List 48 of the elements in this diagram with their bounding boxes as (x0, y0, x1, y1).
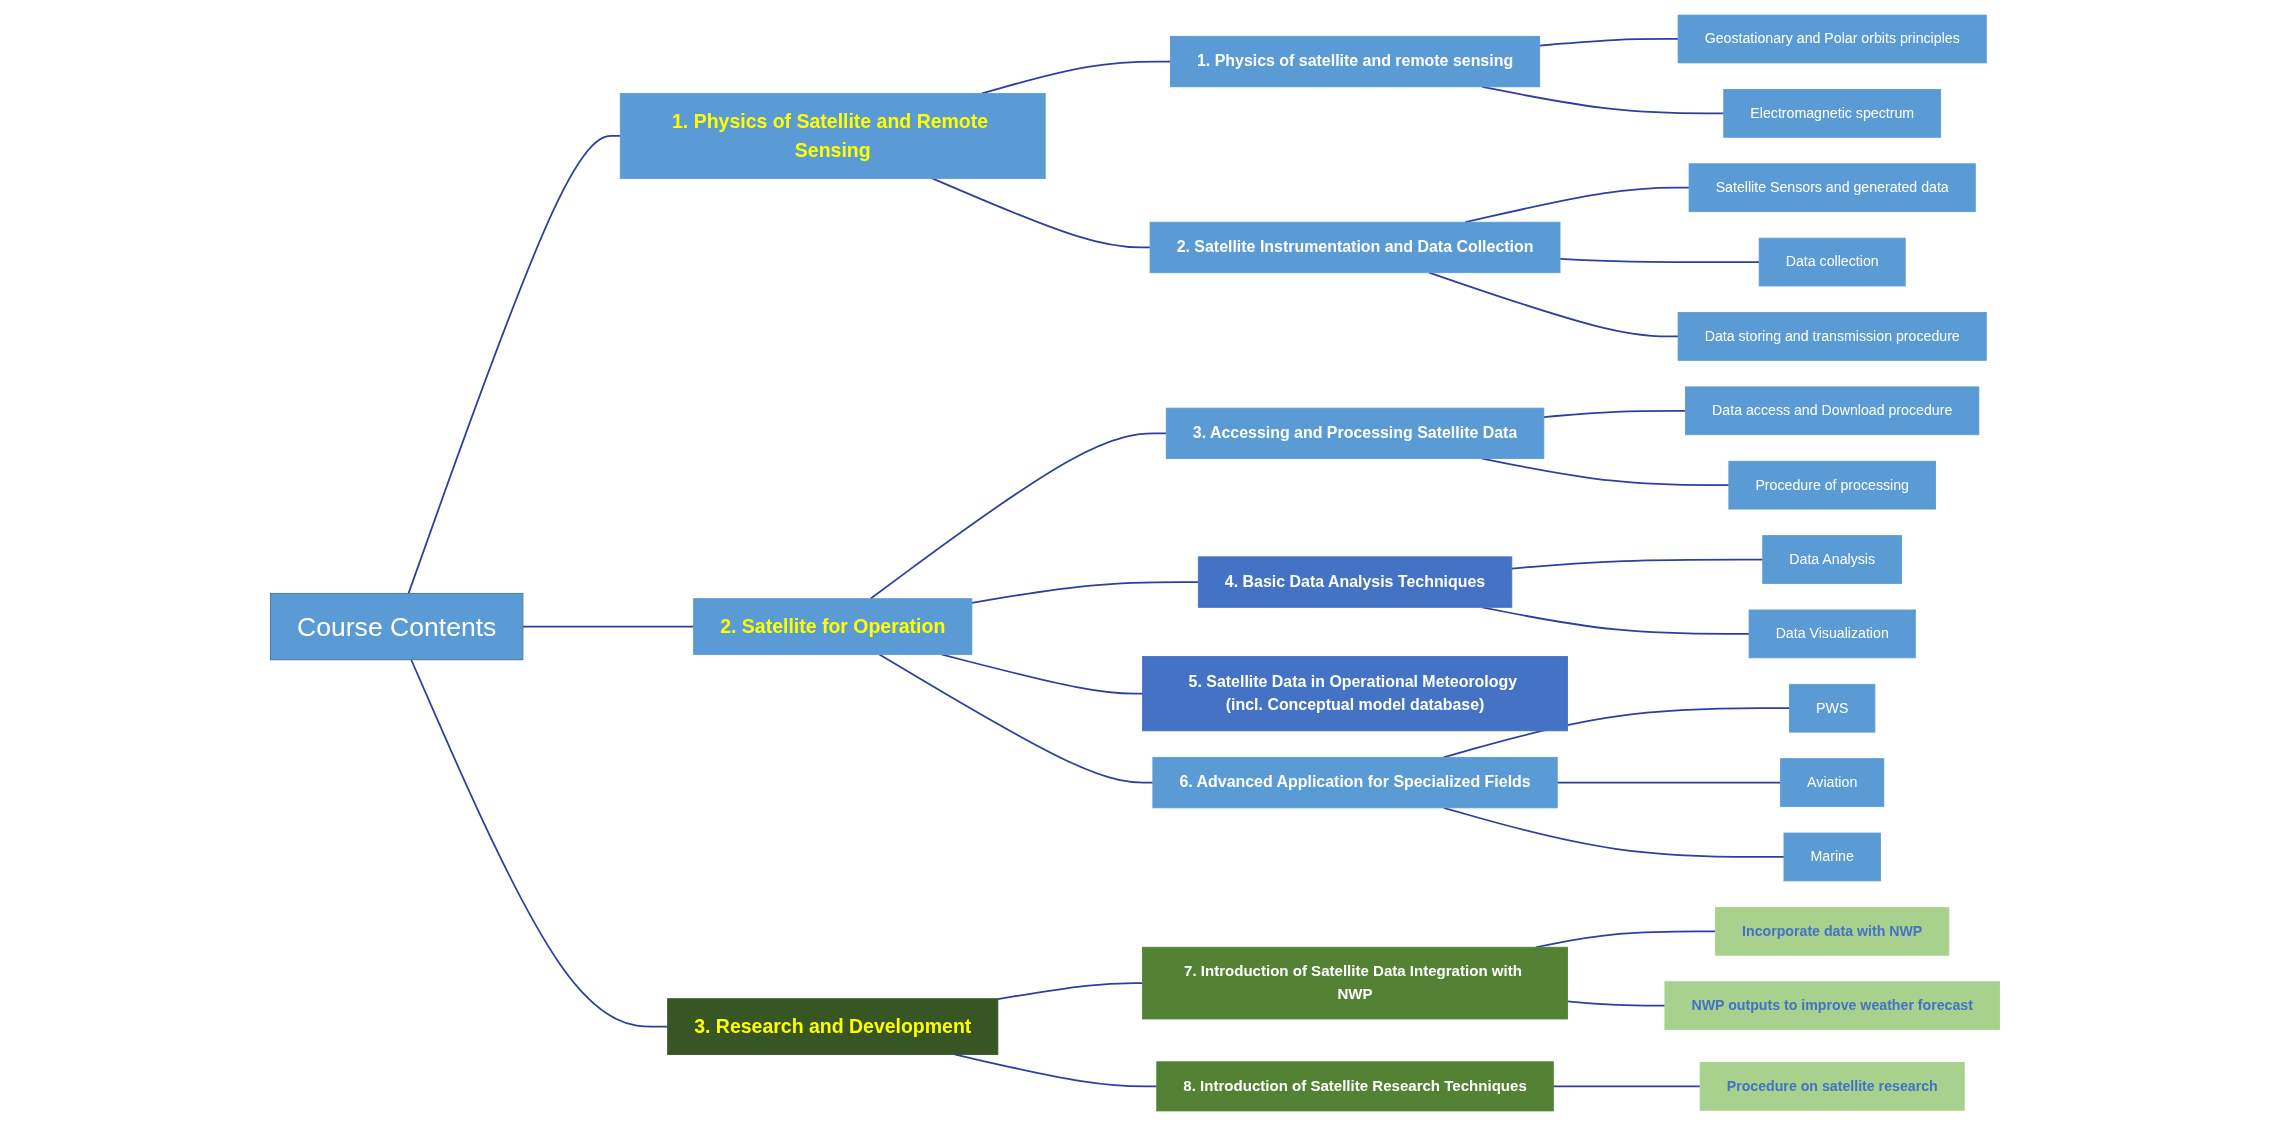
connector (1481, 85, 1725, 115)
connector (1542, 409, 1687, 418)
connector (1552, 1085, 1702, 1088)
connector (981, 60, 1172, 95)
connector (1442, 707, 1791, 759)
node-box: 8. Introduction of Satellite Research Techniques (1156, 1061, 1554, 1112)
node-box: Data Analysis (1762, 535, 1903, 584)
node-box: 1. Physics of Satellite and Remote Sensing (619, 93, 1046, 179)
node-box: 2. Satellite for Operation (693, 598, 973, 655)
node-box: Geostationary and Polar orbits principles (1677, 14, 1987, 64)
node-box: Marine (1783, 832, 1881, 882)
connector (869, 432, 1168, 600)
node-box: 3. Research and Development (667, 998, 999, 1055)
connector (1442, 806, 1785, 858)
node-box: 3. Accessing and Processing Satellite Data (1165, 407, 1545, 460)
node-box: Course Contents (270, 592, 524, 661)
node-box: PWS (1789, 683, 1876, 733)
connector (410, 658, 669, 1028)
connector (1510, 558, 1764, 570)
connector (878, 653, 1154, 784)
connector (407, 135, 622, 595)
node-box: 5. Satellite Data in Operational Meteorology (incl. Conceptual model database) (1142, 656, 1568, 732)
node-box: 2. Satellite Instrumentation and Data Collection (1149, 221, 1561, 274)
connector (1428, 271, 1679, 338)
connector (996, 982, 1144, 1000)
connector (1464, 186, 1690, 224)
node-box: 4. Basic Data Analysis Techniques (1197, 556, 1513, 608)
node-box: Aviation (1780, 758, 1885, 807)
connector (1538, 38, 1679, 47)
connector (522, 625, 695, 628)
connector (1556, 781, 1782, 784)
node-box: NWP outputs to improve weather forecast (1664, 981, 2000, 1031)
connector (970, 581, 1200, 604)
connector (1566, 1000, 1666, 1007)
node-box: 7. Introduction of Satellite Data Integration with NWP (1142, 946, 1568, 1020)
node-box: Incorporate data with NWP (1715, 906, 1950, 956)
node-box: Procedure on satellite research (1699, 1062, 1965, 1111)
node-box: 6. Advanced Application for Specialized Fields (1152, 756, 1558, 809)
node-box: Data collection (1758, 237, 1906, 287)
connector (931, 177, 1151, 249)
node-box: Data Visualization (1748, 609, 1916, 659)
connector (1559, 258, 1761, 263)
node-box: Data storing and transmission procedure (1677, 312, 1987, 361)
node-box: 1. Physics of satellite and remote sensing (1169, 35, 1541, 88)
node-box: Procedure of processing (1728, 460, 1936, 510)
node-box: Electromagnetic spectrum (1723, 89, 1942, 138)
node-box: Data access and Download procedure (1685, 386, 1980, 436)
node-box: Satellite Sensors and generated data (1688, 163, 1976, 213)
